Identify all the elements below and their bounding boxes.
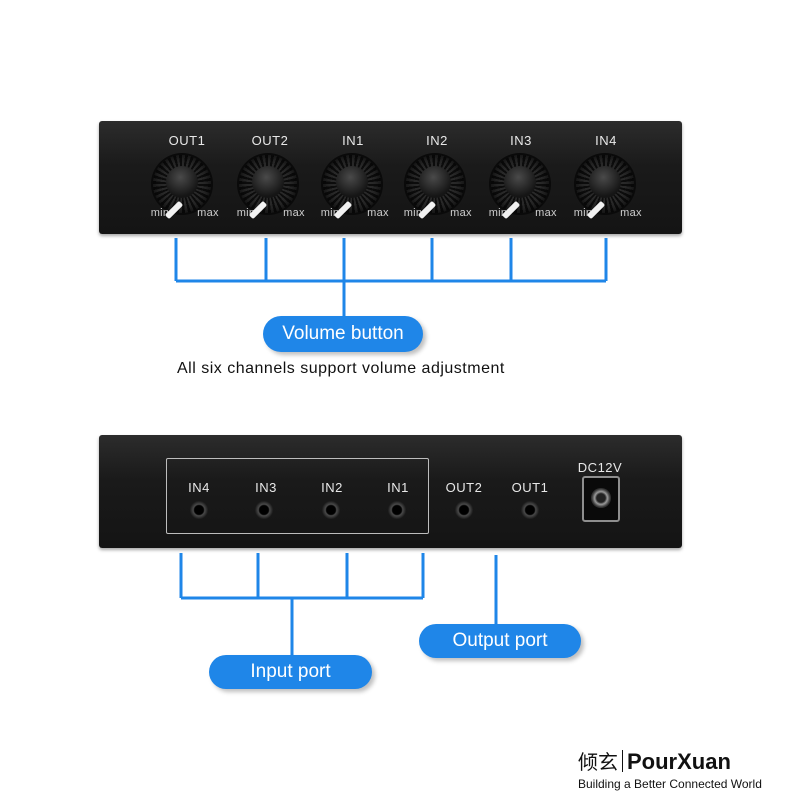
brand-logo: 倾玄 PourXuan Building a Better Connected W…: [578, 746, 762, 791]
knob-max-label: max: [283, 207, 305, 219]
audio-jack-in2[interactable]: [322, 501, 340, 519]
dc-power-jack[interactable]: [582, 476, 620, 522]
brand-tagline: Building a Better Connected World: [578, 777, 762, 791]
knob-min-label: min: [150, 207, 170, 219]
jack-label-in3: IN3: [255, 480, 277, 495]
volume-caption: All six channels support volume adjustme…: [177, 360, 505, 377]
knob-label-in4: IN4: [595, 133, 617, 148]
volume-knob-out2[interactable]: [239, 155, 297, 213]
volume-button-callout: Volume button: [263, 316, 423, 352]
output-port-callout: Output port: [419, 624, 581, 658]
knob-max-label: max: [197, 207, 219, 219]
volume-knob-in3[interactable]: [491, 155, 549, 213]
brand-english-name: PourXuan: [627, 749, 731, 774]
knob-max-label: max: [450, 207, 472, 219]
volume-knob-in4[interactable]: [576, 155, 634, 213]
audio-jack-out2[interactable]: [455, 501, 473, 519]
knob-label-in1: IN1: [342, 133, 364, 148]
audio-jack-in1[interactable]: [388, 501, 406, 519]
knob-max-label: max: [620, 207, 642, 219]
knob-max-label: max: [535, 207, 557, 219]
knob-label-out1: OUT1: [168, 133, 206, 148]
jack-label-in2: IN2: [321, 480, 343, 495]
jack-label-out1: OUT1: [511, 480, 549, 495]
knob-max-label: max: [367, 207, 389, 219]
knob-label-out2: OUT2: [251, 133, 289, 148]
power-label: DC12V: [577, 460, 623, 475]
knob-min-label: min: [403, 207, 423, 219]
audio-jack-in3[interactable]: [255, 501, 273, 519]
brand-divider: [622, 750, 623, 772]
jack-label-in4: IN4: [188, 480, 210, 495]
knob-label-in2: IN2: [426, 133, 448, 148]
input-jack-group-frame: [166, 458, 429, 534]
volume-knob-in1[interactable]: [323, 155, 381, 213]
audio-jack-out1[interactable]: [521, 501, 539, 519]
brand-chinese-name: 倾玄: [578, 750, 618, 774]
knob-label-in3: IN3: [510, 133, 532, 148]
jack-label-out2: OUT2: [445, 480, 483, 495]
audio-jack-in4[interactable]: [190, 501, 208, 519]
input-port-callout: Input port: [209, 655, 372, 689]
jack-label-in1: IN1: [387, 480, 409, 495]
